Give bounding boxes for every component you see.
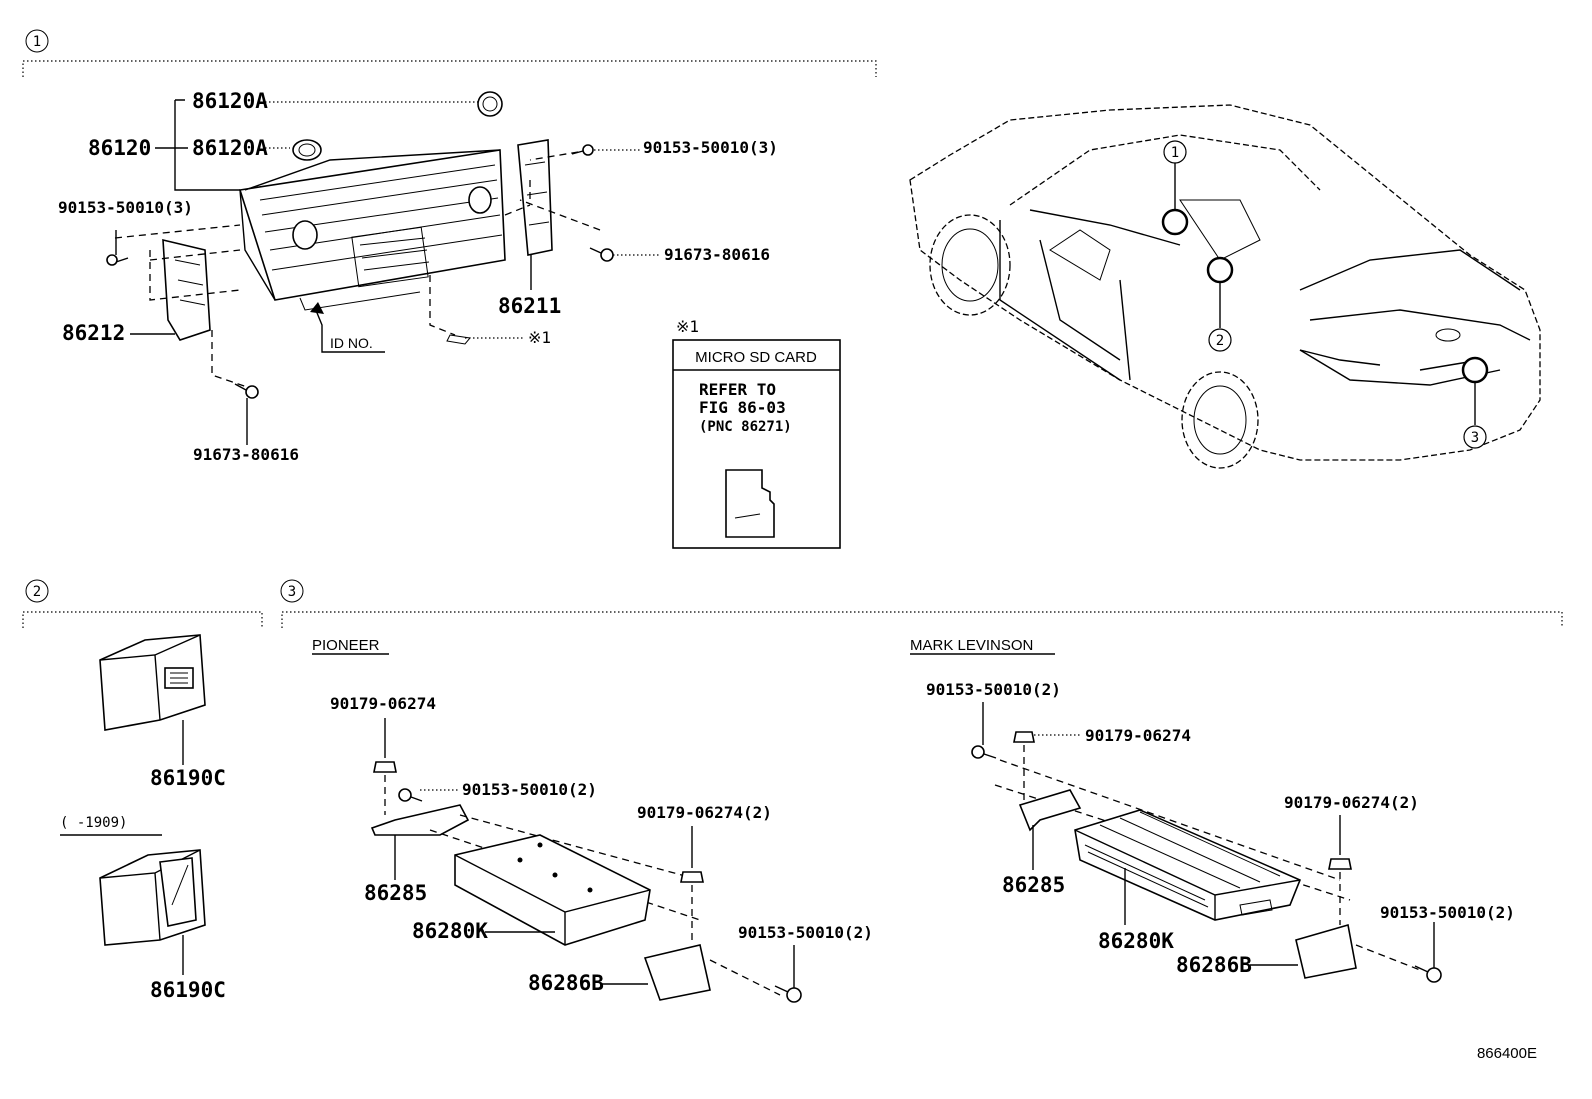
sd-card-icon xyxy=(725,469,775,538)
ml-nut-right xyxy=(1328,858,1352,870)
ml-bracket xyxy=(1018,789,1082,832)
pioneer-bracket-b xyxy=(643,944,711,1001)
section-1-number: 1 xyxy=(33,34,41,50)
label-86212: 86212 xyxy=(62,321,125,345)
head-unit-body xyxy=(238,149,506,311)
ml-label-nut-top: 90179-06274 xyxy=(1085,726,1191,745)
pioneer-nut-right xyxy=(680,871,704,883)
label-screw-top-right: 90153-50010(3) xyxy=(643,138,778,157)
ml-label-bracket: 86285 xyxy=(1002,873,1065,897)
bracket-left-86212 xyxy=(162,238,211,341)
section-2-number: 2 xyxy=(33,584,41,600)
pioneer-screw-mid xyxy=(398,788,423,802)
label-86211: 86211 xyxy=(498,294,561,318)
bolt-bottom xyxy=(234,383,259,399)
ml-bracket-b xyxy=(1295,923,1357,979)
car-illustration: 1 2 3 xyxy=(909,104,1541,469)
pioneer-label-nut-top: 90179-06274 xyxy=(330,694,436,713)
bolt-right xyxy=(589,247,614,262)
label-86120A-top: 86120A xyxy=(192,89,268,113)
head-unit-assembly: 86120 86120A 86120A 90153-50010(3) 90153… xyxy=(58,89,778,464)
pioneer-amp xyxy=(454,834,651,946)
label-screw-left: 90153-50010(3) xyxy=(58,198,193,217)
sd-title: MICRO SD CARD xyxy=(695,349,817,366)
section-3-header: 3 xyxy=(280,579,1563,628)
label-86120: 86120 xyxy=(88,136,151,160)
car-callout-3: 3 xyxy=(1471,430,1479,446)
section-2-parts: 86190C ( -1909) 86190C xyxy=(60,634,226,1002)
sd-line1: REFER TO xyxy=(699,380,776,399)
car-callout-2: 2 xyxy=(1216,333,1224,349)
pioneer-label-nut-right: 90179-06274(2) xyxy=(637,803,772,822)
ml-screw-right xyxy=(1414,965,1442,983)
ml-nut-top xyxy=(1013,731,1035,743)
knob-mid xyxy=(292,139,322,161)
ml-label-screw-top: 90153-50010(2) xyxy=(926,680,1061,699)
knob-top xyxy=(477,91,503,117)
ml-screw-top xyxy=(971,745,997,759)
pioneer-amplifier-group: PIONEER 90179-06274 90153-50010(2) 86285 xyxy=(312,637,873,1003)
micro-sd-card-box: ※1 MICRO SD CARD REFER TO FIG 86-03 (PNC… xyxy=(672,317,841,549)
screw-left xyxy=(106,254,129,266)
car-callout-1: 1 xyxy=(1171,145,1179,161)
pioneer-label-screw-right: 90153-50010(2) xyxy=(738,923,873,942)
label-86120A-mid: 86120A xyxy=(192,136,268,160)
ml-label-screw-right: 90153-50010(2) xyxy=(1380,903,1515,922)
label-date-range: ( -1909) xyxy=(60,815,127,831)
pioneer-nut-top xyxy=(373,761,397,773)
bracket-right-86211 xyxy=(517,139,553,256)
pioneer-label-amp: 86280K xyxy=(412,919,488,943)
ml-amp xyxy=(1074,809,1302,921)
section-3-number: 3 xyxy=(288,584,296,600)
label-id-no: ID NO. xyxy=(330,335,373,351)
pioneer-label-bracket-b: 86286B xyxy=(528,971,604,995)
pioneer-title: PIONEER xyxy=(312,637,380,654)
ml-label-amp: 86280K xyxy=(1098,929,1174,953)
sd-ref-mark: ※1 xyxy=(676,317,699,336)
sd-line2: FIG 86-03 xyxy=(699,398,786,417)
figure-code: 866400E xyxy=(1477,1045,1537,1062)
pioneer-bracket xyxy=(370,804,470,836)
label-86190C-top: 86190C xyxy=(150,766,226,790)
section-1-header: 1 xyxy=(22,29,877,77)
sd-line3: (PNC 86271) xyxy=(699,419,792,435)
label-bolt-bottom: 91673-80616 xyxy=(193,445,299,464)
ml-label-bracket-b: 86286B xyxy=(1176,953,1252,977)
label-86190C-bottom: 86190C xyxy=(150,978,226,1002)
section-2-header: 2 xyxy=(22,579,263,628)
label-bolt-right: 91673-80616 xyxy=(664,245,770,264)
ml-title: MARK LEVINSON xyxy=(910,637,1033,654)
ml-label-nut-right: 90179-06274(2) xyxy=(1284,793,1419,812)
label-ref-mark: ※1 xyxy=(528,328,551,347)
usb-module-bottom xyxy=(99,849,206,946)
usb-module-top xyxy=(99,634,206,731)
mark-levinson-amplifier-group: MARK LEVINSON 90153-50010(2) 90179-06274… xyxy=(910,637,1515,983)
pioneer-label-bracket: 86285 xyxy=(364,881,427,905)
screw-top-right xyxy=(571,144,594,156)
pioneer-label-screw-mid: 90153-50010(2) xyxy=(462,780,597,799)
